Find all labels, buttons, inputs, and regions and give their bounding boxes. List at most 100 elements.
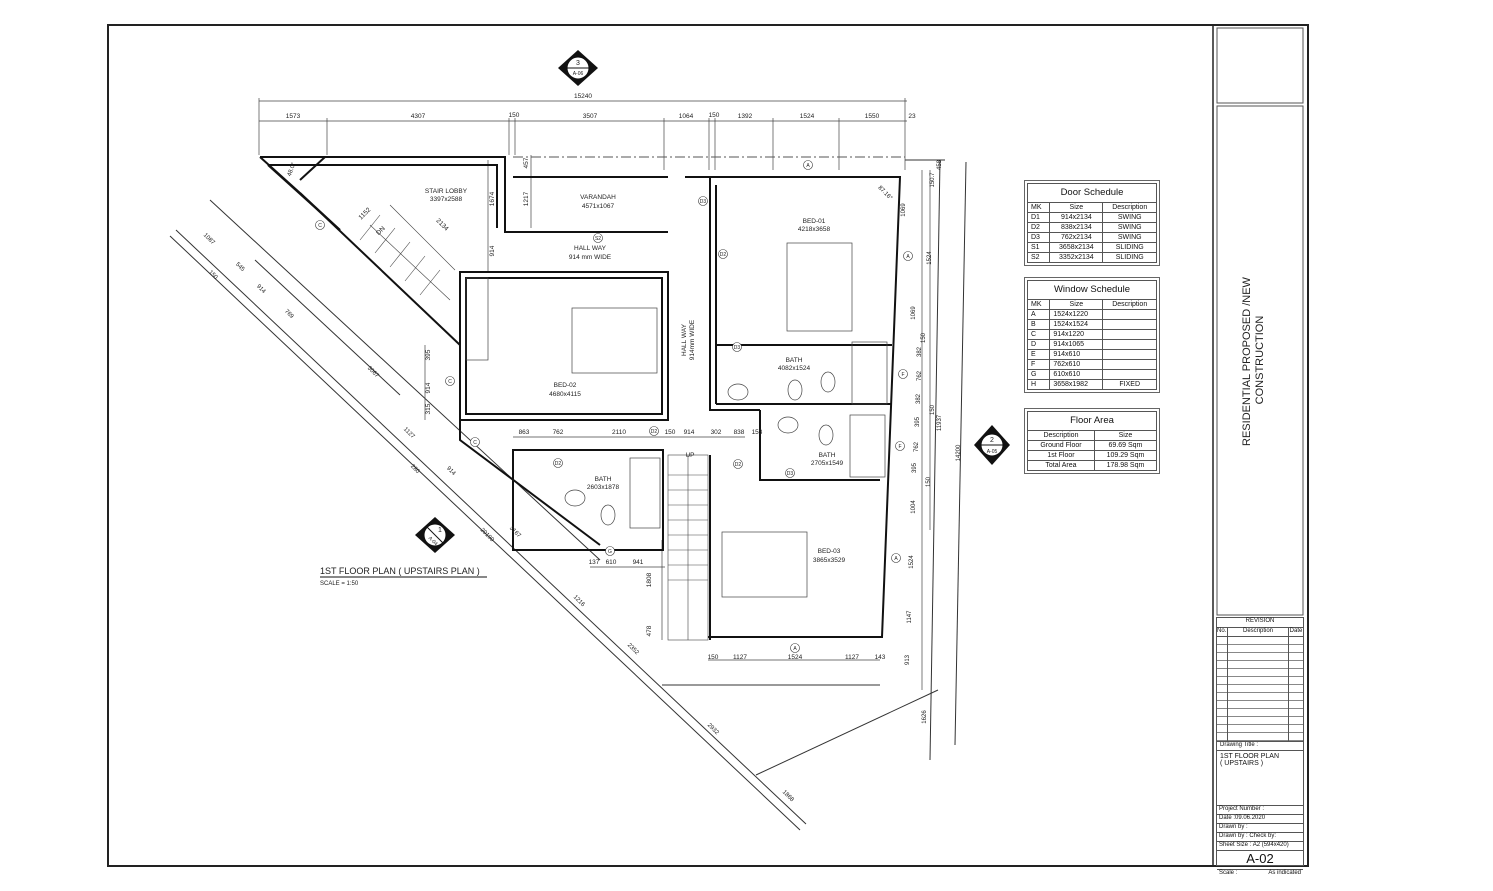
svg-text:D2: D2	[735, 462, 742, 468]
svg-text:STAIR LOBBY: STAIR LOBBY	[425, 188, 468, 195]
svg-text:395: 395	[425, 349, 432, 360]
room-labels: STAIR LOBBY 3397x2588 VARANDAH 4571x1067…	[287, 161, 894, 564]
svg-text:1550: 1550	[865, 113, 880, 120]
svg-text:150: 150	[709, 112, 720, 119]
svg-text:3507: 3507	[583, 113, 598, 120]
svg-text:A: A	[793, 646, 797, 652]
svg-text:150: 150	[207, 270, 219, 282]
svg-text:1064: 1064	[679, 113, 694, 120]
svg-text:1868: 1868	[781, 789, 795, 803]
svg-text:769: 769	[283, 309, 295, 321]
bed-01	[786, 242, 853, 332]
section-marker-2: 2 A-05	[974, 425, 1010, 465]
svg-text:762: 762	[914, 441, 920, 452]
svg-text:137: 137	[589, 559, 600, 566]
staircase	[359, 204, 709, 641]
svg-text:F: F	[901, 372, 904, 378]
svg-text:1573: 1573	[286, 113, 301, 120]
svg-text:UP: UP	[685, 452, 694, 459]
drawn-by: Drawn by :	[1217, 824, 1303, 833]
svg-text:1004: 1004	[911, 500, 917, 514]
furniture	[465, 242, 888, 598]
sheet-number: A-02	[1217, 851, 1303, 870]
svg-text:BED-03: BED-03	[818, 548, 841, 555]
svg-text:1626: 1626	[922, 710, 928, 724]
sheet-size: Sheet Size : A2 (594x420)	[1217, 842, 1303, 851]
svg-text:14200: 14200	[956, 444, 962, 461]
svg-text:G: G	[608, 549, 612, 555]
svg-text:2932: 2932	[706, 722, 720, 736]
svg-text:150: 150	[930, 404, 936, 415]
svg-text:457: 457	[523, 157, 530, 168]
svg-text:395: 395	[912, 462, 918, 473]
svg-text:395: 395	[915, 416, 921, 427]
svg-text:150: 150	[509, 112, 520, 119]
svg-text:914 mm WIDE: 914 mm WIDE	[569, 254, 612, 261]
svg-text:BED-02: BED-02	[554, 382, 577, 389]
svg-text:4571x1067: 4571x1067	[582, 203, 615, 210]
project-title-line2: CONSTRUCTION	[1254, 316, 1266, 405]
svg-text:4218x3658: 4218x3658	[798, 226, 831, 233]
svg-text:1392: 1392	[738, 113, 753, 120]
check-by: Drawn by : Check by:	[1217, 833, 1303, 842]
svg-text:838: 838	[734, 429, 745, 436]
svg-text:1127: 1127	[733, 654, 747, 661]
svg-text:914mm WIDE: 914mm WIDE	[689, 319, 696, 360]
svg-text:2352: 2352	[626, 642, 640, 656]
svg-text:4307: 4307	[411, 113, 426, 120]
svg-text:F: F	[898, 444, 901, 450]
svg-text:11937: 11937	[937, 414, 943, 431]
scale-label: Scale :	[1219, 870, 1238, 876]
svg-text:143: 143	[875, 654, 886, 661]
svg-text:23: 23	[908, 113, 916, 120]
svg-text:BATH: BATH	[819, 452, 836, 459]
svg-text:1127: 1127	[402, 427, 416, 441]
svg-text:3: 3	[576, 60, 580, 67]
svg-text:A-06: A-06	[573, 71, 584, 77]
svg-text:914: 914	[255, 284, 267, 296]
drawing-title-label: Drawing Title :	[1217, 742, 1303, 751]
svg-text:1: 1	[438, 527, 442, 534]
svg-text:1524: 1524	[927, 251, 933, 265]
svg-text:HALL WAY: HALL WAY	[574, 245, 607, 252]
element-tags: A A A A C C C F F G S2 D3 D3 D3 D2 D2 D2…	[315, 160, 913, 653]
svg-text:3067: 3067	[366, 365, 380, 379]
dimension-lines	[258, 98, 931, 690]
svg-text:1127: 1127	[845, 654, 859, 661]
svg-text:1069: 1069	[911, 306, 917, 320]
svg-text:1216: 1216	[572, 594, 586, 608]
svg-text:2110: 2110	[612, 429, 626, 436]
svg-text:2705x1549: 2705x1549	[811, 460, 844, 467]
bathtub-3	[629, 457, 661, 529]
svg-text:D3: D3	[734, 345, 741, 351]
svg-text:1069: 1069	[901, 203, 907, 217]
svg-text:20190: 20190	[479, 527, 496, 544]
svg-text:545: 545	[234, 262, 246, 274]
bed-02	[571, 307, 658, 374]
svg-text:HALL WAY: HALL WAY	[681, 323, 688, 356]
svg-text:3865x3529: 3865x3529	[813, 557, 846, 564]
svg-text:D2: D2	[651, 429, 658, 435]
svg-text:2134: 2134	[434, 217, 449, 232]
svg-text:DN: DN	[375, 225, 387, 237]
svg-text:762: 762	[553, 429, 564, 436]
svg-text:BATH: BATH	[786, 357, 803, 364]
svg-text:4680x4115: 4680x4115	[549, 391, 581, 398]
svg-text:478: 478	[646, 625, 653, 636]
svg-text:150: 150	[708, 654, 719, 661]
svg-text:D3: D3	[700, 199, 707, 205]
svg-text:153: 153	[752, 429, 763, 436]
svg-text:1087: 1087	[202, 232, 216, 246]
svg-text:3167: 3167	[508, 525, 522, 539]
svg-text:1808: 1808	[646, 572, 653, 587]
svg-text:1524: 1524	[788, 654, 803, 661]
project-number: Project Number :	[1217, 806, 1303, 815]
svg-text:A: A	[906, 254, 910, 260]
scale-value: As indicated	[1268, 870, 1301, 876]
svg-text:D3: D3	[787, 471, 794, 477]
svg-text:150: 150	[926, 476, 932, 487]
bathtub-2	[849, 414, 886, 478]
scale-row: Scale : As indicated	[1217, 870, 1303, 876]
